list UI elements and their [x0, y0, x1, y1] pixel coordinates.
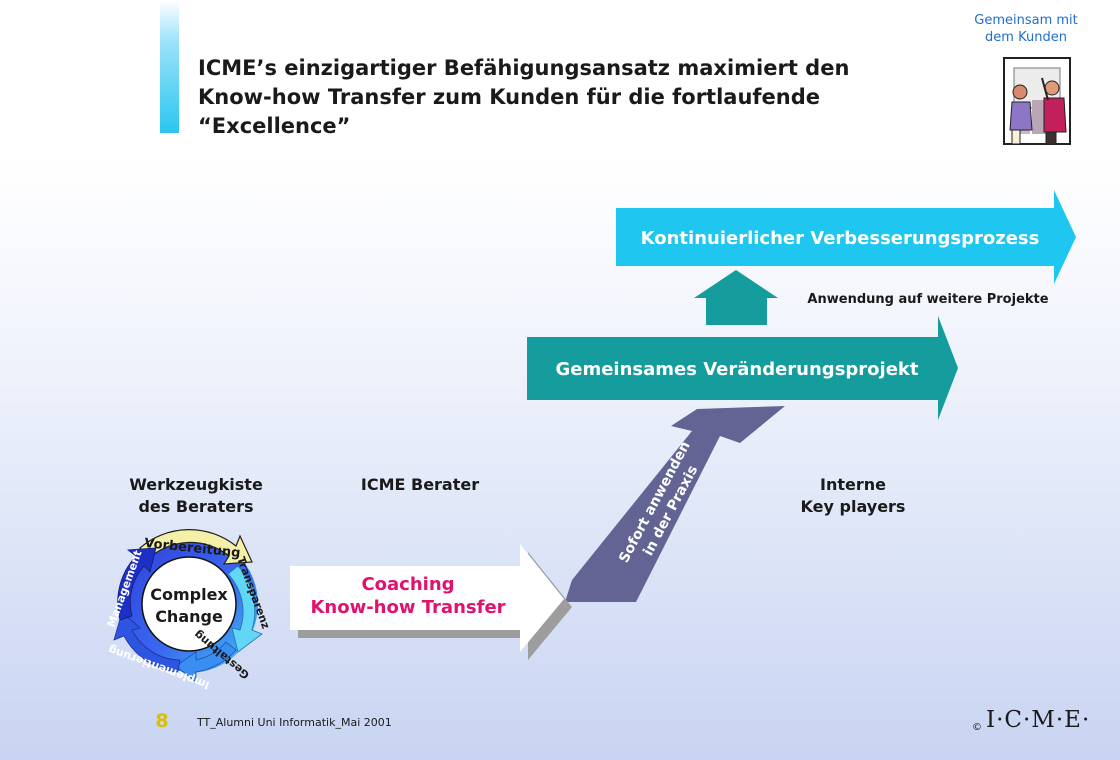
- middle-project-arrow: [527, 316, 958, 420]
- keyplayers-label: Interne Key players: [800, 475, 906, 516]
- diagonal-apply-arrow: [565, 406, 785, 602]
- toolbox-label: Werkzeugkiste des Beraters: [129, 475, 263, 516]
- customer-label: Gemeinsam mit dem Kunden: [974, 13, 1078, 45]
- coaching-arrow: [290, 544, 564, 652]
- top-process-arrow-label: Kontinuierlicher Verbesserungsprozess: [641, 228, 1040, 249]
- middle-project-arrow-label: Gemeinsames Veränderungsprojekt: [555, 359, 918, 380]
- cycle-center-line1: Complex: [150, 585, 228, 604]
- cycle-center-line2: Change: [155, 607, 223, 626]
- coaching-line1: Coaching: [361, 574, 454, 595]
- top-process-arrow: [616, 190, 1076, 284]
- page-title: ICME’s einzigartiger Befähigungsansatz m…: [198, 56, 850, 138]
- icme-logo: I·C·M·E·: [986, 707, 1091, 733]
- up-arrow: [694, 270, 778, 325]
- consultant-label: ICME Berater: [360, 475, 480, 494]
- accent-bar: [160, 0, 179, 133]
- complex-change-cycle: Complex Change Vorbereitung Transparenz …: [105, 529, 272, 692]
- header: [0, 0, 1120, 160]
- page-number: 8: [155, 710, 169, 732]
- customer-people-icon: [1003, 57, 1071, 145]
- coaching-line2: Know-how Transfer: [310, 597, 505, 618]
- copyright-symbol: ©: [972, 722, 982, 733]
- apply-label: Anwendung auf weitere Projekte: [807, 292, 1048, 307]
- footer-text: TT_Alumni Uni Informatik_Mai 2001: [197, 716, 392, 729]
